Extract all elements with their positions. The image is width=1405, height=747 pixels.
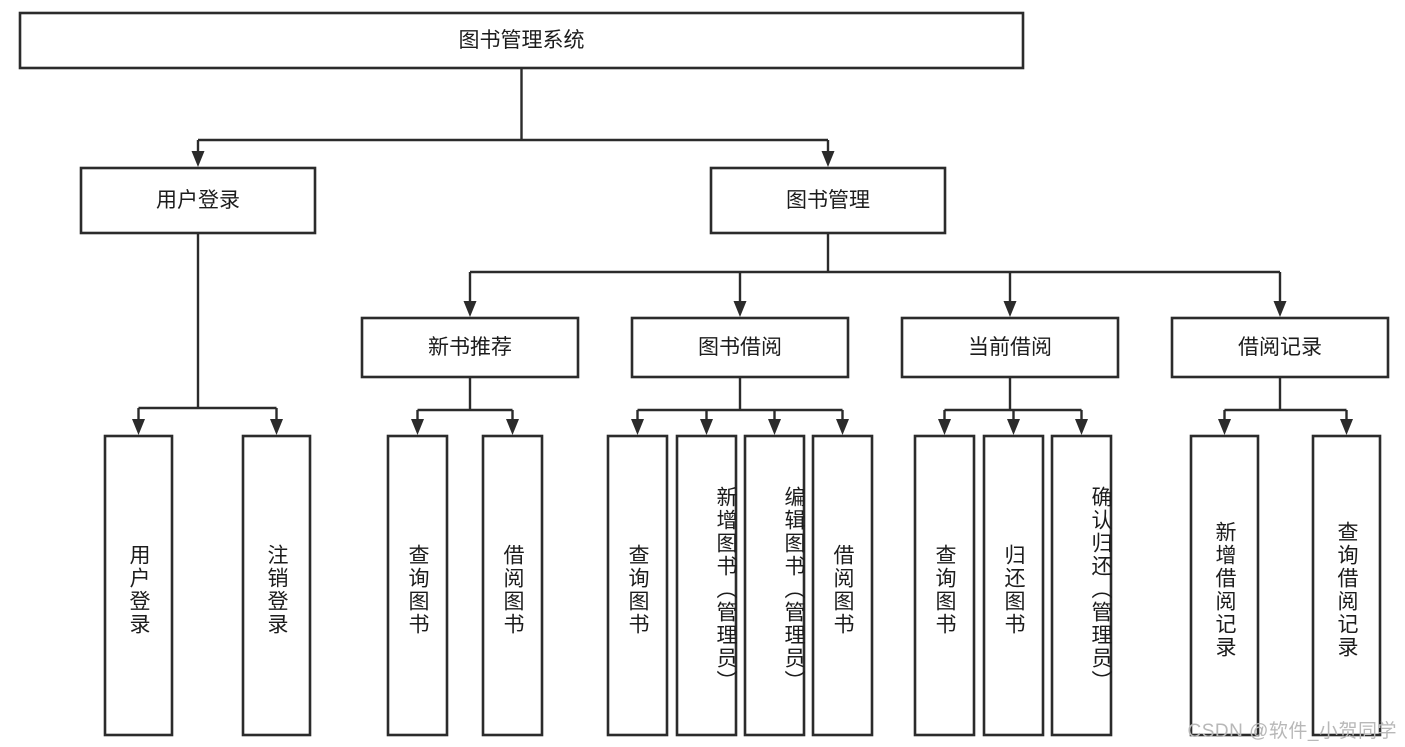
arrow-head-icon-leaf-add-borrow-record xyxy=(1218,419,1231,435)
node-box-leaf-user-login[interactable] xyxy=(103,434,174,737)
node-box-leaf-query-book-recommend[interactable] xyxy=(386,434,449,737)
arrow-head-icon-leaf-borrow-book-recommend xyxy=(506,419,519,435)
node-label-root: 图书管理系统 xyxy=(459,29,585,52)
arrow-head-icon-leaf-user-login xyxy=(132,419,145,435)
arrow-head-icon-new-book-recommend xyxy=(463,301,477,317)
node-box-leaf-edit-book-admin[interactable] xyxy=(743,434,806,737)
connector-layer xyxy=(132,68,1353,435)
node-box-leaf-confirm-return-admin[interactable] xyxy=(1050,434,1113,737)
node-box-leaf-query-borrow-record[interactable] xyxy=(1311,434,1382,737)
node-box-current-borrow[interactable] xyxy=(900,316,1120,379)
node-label-borrow-record: 借阅记录 xyxy=(1238,336,1322,359)
node-box-book-borrow[interactable] xyxy=(630,316,850,379)
arrow-head-icon-current-borrow xyxy=(1003,301,1017,317)
arrow-head-icon-leaf-logout-login xyxy=(270,419,283,435)
node-label-book-borrow: 图书借阅 xyxy=(698,336,782,359)
arrow-head-icon-borrow-record xyxy=(1273,301,1287,317)
node-label-book-management: 图书管理 xyxy=(786,189,870,212)
node-box-leaf-return-book[interactable] xyxy=(982,434,1045,737)
node-box-leaf-add-book-admin[interactable] xyxy=(675,434,738,737)
csdn-watermark: CSDN @软件_小贺同学 xyxy=(1187,721,1397,742)
arrow-head-icon-leaf-query-book-borrow xyxy=(631,419,644,435)
node-box-leaf-borrow-book[interactable] xyxy=(811,434,874,737)
node-box-layer xyxy=(18,11,1390,737)
arrow-head-icon-leaf-return-book xyxy=(1007,419,1020,435)
arrow-head-icon-leaf-edit-book-admin xyxy=(768,419,781,435)
arrow-head-icon-user-login xyxy=(191,151,205,167)
arrow-head-icon-leaf-borrow-book xyxy=(836,419,849,435)
arrow-head-icon-book-borrow xyxy=(733,301,747,317)
node-box-leaf-add-borrow-record[interactable] xyxy=(1189,434,1260,737)
node-label-new-book-recommend: 新书推荐 xyxy=(428,336,512,359)
node-box-leaf-query-book-borrow[interactable] xyxy=(606,434,669,737)
arrow-head-icon-leaf-query-book-current xyxy=(938,419,951,435)
node-box-book-management[interactable] xyxy=(709,166,947,235)
arrow-head-icon-leaf-add-book-admin xyxy=(700,419,713,435)
node-box-new-book-recommend[interactable] xyxy=(360,316,580,379)
node-box-root[interactable] xyxy=(18,11,1025,70)
node-box-user-login[interactable] xyxy=(79,166,317,235)
arrow-head-icon-leaf-confirm-return-admin xyxy=(1075,419,1088,435)
node-label-user-login: 用户登录 xyxy=(156,189,240,212)
arrow-head-icon-book-management xyxy=(821,151,835,167)
arrow-head-icon-leaf-query-borrow-record xyxy=(1340,419,1353,435)
node-box-leaf-logout-login[interactable] xyxy=(241,434,312,737)
node-box-borrow-record[interactable] xyxy=(1170,316,1390,379)
node-label-current-borrow: 当前借阅 xyxy=(968,336,1052,359)
node-box-leaf-borrow-book-recommend[interactable] xyxy=(481,434,544,737)
node-box-leaf-query-book-current[interactable] xyxy=(913,434,976,737)
arrow-head-icon-leaf-query-book-recommend xyxy=(411,419,424,435)
